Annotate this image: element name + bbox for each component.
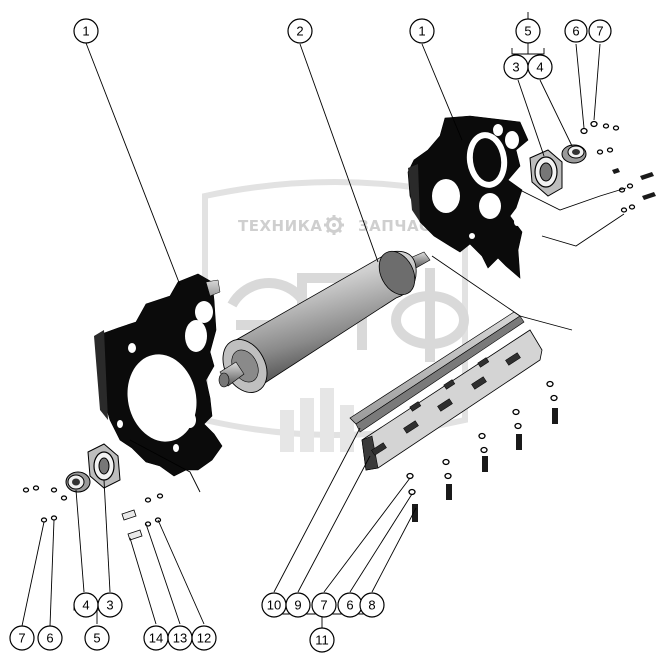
svg-text:3: 3 — [512, 60, 519, 75]
svg-text:11: 11 — [315, 633, 329, 648]
callout-13: 13 — [167, 625, 193, 651]
knife-bar-fasteners — [406, 380, 558, 522]
svg-text:7: 7 — [320, 598, 327, 613]
callout-11: 11 — [309, 627, 335, 653]
svg-text:6: 6 — [46, 631, 53, 646]
callout-1-left: 1 — [73, 18, 99, 44]
callout-9: 9 — [285, 592, 311, 618]
knife-bar-assembly — [349, 311, 543, 471]
callout-4-top: 4 — [527, 54, 553, 80]
svg-text:7: 7 — [596, 24, 603, 39]
watermark-left-text: ТЕХНИКА — [238, 217, 323, 235]
bearing-housing-top — [529, 149, 563, 197]
svg-text:14: 14 — [149, 631, 163, 646]
callout-7-bottom: 7 — [311, 592, 337, 618]
callout-8: 8 — [359, 592, 385, 618]
callout-1-right: 1 — [409, 18, 435, 44]
callout-14: 14 — [143, 625, 169, 651]
svg-text:1: 1 — [418, 24, 425, 39]
svg-text:1: 1 — [82, 24, 89, 39]
side-plate-left — [94, 273, 223, 477]
svg-text:6: 6 — [346, 598, 353, 613]
callout-4-bottom-left: 4 — [73, 592, 99, 618]
svg-text:9: 9 — [294, 598, 301, 613]
callout-12: 12 — [191, 625, 217, 651]
svg-text:8: 8 — [368, 598, 375, 613]
callout-10: 10 — [261, 592, 287, 618]
callout-7-top: 7 — [588, 19, 612, 43]
svg-text:3: 3 — [106, 598, 113, 613]
callout-6-top: 6 — [564, 19, 588, 43]
svg-text:7: 7 — [18, 631, 25, 646]
roller-drum — [218, 250, 431, 393]
svg-text:13: 13 — [173, 631, 187, 646]
svg-text:5: 5 — [93, 631, 100, 646]
svg-text:10: 10 — [267, 598, 281, 613]
side-plate-right — [407, 115, 529, 279]
fasteners-top-right — [580, 120, 656, 213]
callout-3-bottom-left: 3 — [97, 592, 123, 618]
callout-2: 2 — [287, 18, 313, 44]
svg-text:4: 4 — [82, 598, 89, 613]
fasteners-bottom-left — [22, 485, 164, 541]
gear-icon — [324, 215, 344, 235]
svg-text:6: 6 — [572, 24, 579, 39]
svg-text:4: 4 — [536, 60, 543, 75]
svg-text:2: 2 — [296, 24, 303, 39]
svg-text:12: 12 — [197, 631, 211, 646]
callout-6-bottom: 6 — [337, 592, 363, 618]
bearing-housing-left — [87, 443, 121, 489]
bearing-top — [561, 144, 587, 164]
callout-6-bottom-left: 6 — [37, 625, 63, 651]
callout-3-top: 3 — [503, 54, 529, 80]
bearing-left — [65, 471, 91, 493]
svg-text:5: 5 — [524, 24, 531, 39]
callout-7-bottom-left: 7 — [9, 625, 35, 651]
leader-lines — [21, 12, 627, 628]
callout-5-bottom-left: 5 — [84, 625, 110, 651]
callout-5-top: 5 — [515, 18, 541, 44]
